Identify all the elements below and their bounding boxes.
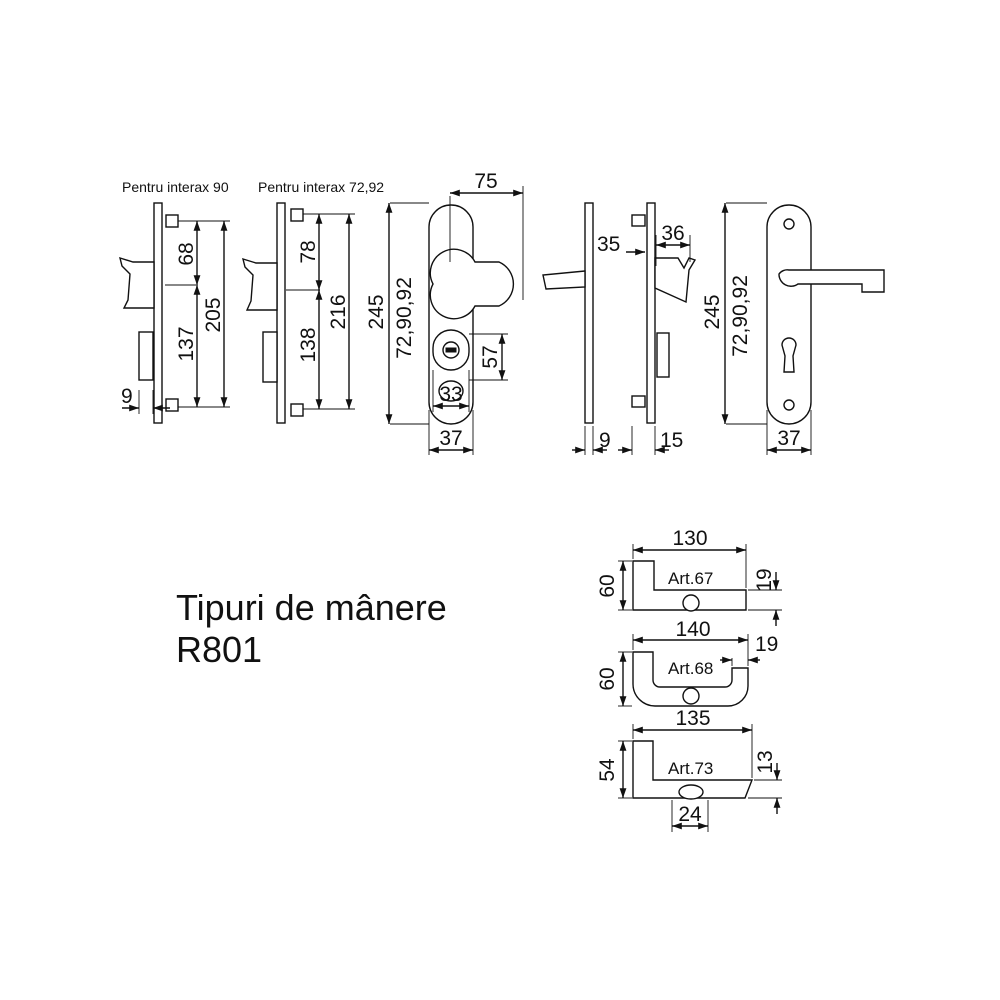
caption-interax-72-92: Pentru interax 72,92 [258, 179, 384, 195]
handle-68-end: 19 [755, 633, 778, 656]
dim-68: 68 [175, 242, 198, 265]
dim-72-90-92-left: 72,90,92 [393, 277, 416, 359]
dim-245-left: 245 [365, 294, 388, 329]
dim-15: 15 [660, 429, 683, 452]
dim-245-right: 245 [701, 294, 724, 329]
front-view-knob [385, 186, 524, 455]
dim-78: 78 [297, 240, 320, 263]
dim-37-right: 37 [777, 427, 800, 450]
dim-35: 35 [597, 233, 620, 256]
handle-68-art: Art.68 [668, 659, 713, 678]
dim-216: 216 [327, 294, 350, 329]
handle-68-height: 60 [596, 667, 619, 690]
handle-73-length: 135 [675, 707, 710, 730]
front-view-lever [721, 202, 885, 455]
page-subtitle: R801 [176, 629, 262, 670]
side-view-interax-90 [119, 202, 230, 424]
dim-57: 57 [479, 345, 502, 368]
dim-36: 36 [661, 222, 684, 245]
side-view-interax-72-92 [242, 202, 355, 424]
handle-art-73 [618, 724, 782, 832]
handle-art-68 [618, 634, 760, 707]
handle-73-height: 54 [596, 758, 619, 782]
dim-9-mid: 9 [599, 429, 611, 452]
dim-37-left: 37 [439, 427, 462, 450]
dim-9-left: 9 [121, 385, 133, 408]
handle-67-art: Art.67 [668, 569, 713, 588]
handle-67-end: 19 [753, 568, 776, 591]
dim-205: 205 [202, 297, 225, 332]
dim-138: 138 [297, 327, 320, 362]
handle-73-base: 24 [678, 803, 702, 826]
dim-33: 33 [439, 383, 462, 406]
handle-68-length: 140 [675, 618, 710, 641]
side-view-lever [542, 202, 607, 455]
side-view-inner [618, 202, 697, 455]
handle-73-art: Art.73 [668, 759, 713, 778]
handle-73-end: 13 [754, 750, 777, 773]
page-title: Tipuri de mânere [176, 587, 447, 628]
dim-137: 137 [175, 326, 198, 361]
handle-67-length: 130 [672, 527, 707, 550]
handle-art-67 [618, 544, 782, 626]
dim-75: 75 [474, 170, 497, 193]
dim-72-90-92-right: 72,90,92 [729, 275, 752, 357]
handle-67-height: 60 [596, 574, 619, 597]
caption-interax-90: Pentru interax 90 [122, 179, 229, 195]
